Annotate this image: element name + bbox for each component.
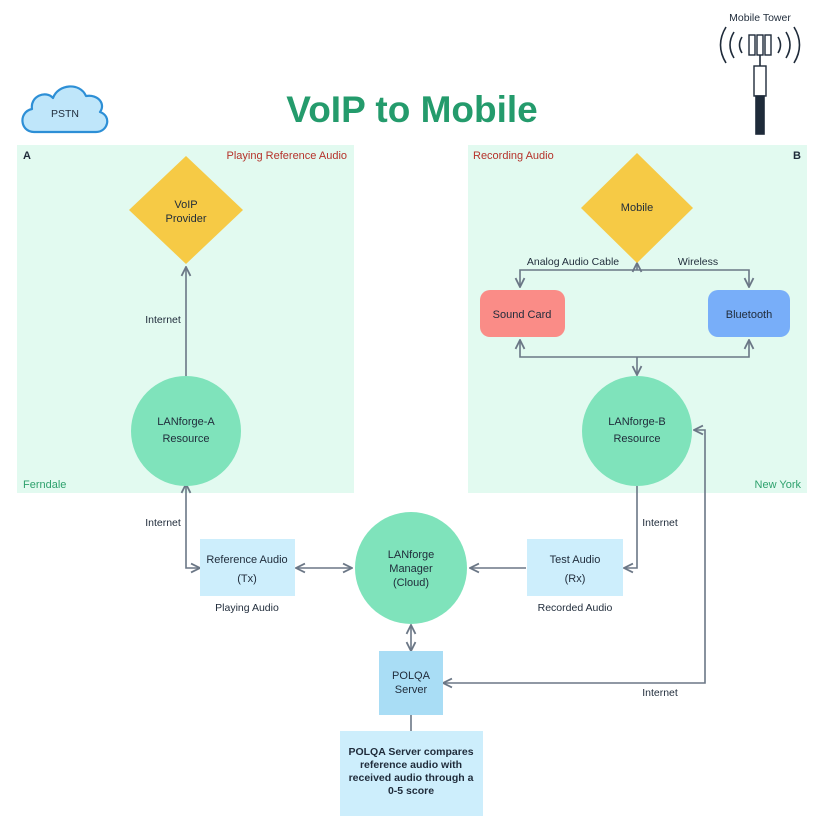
zone-a-role: Playing Reference Audio — [227, 150, 347, 162]
mobile-tower-icon: Mobile Tower — [719, 12, 801, 135]
edge-lanforge-a-reference — [186, 484, 200, 568]
polqa-server-node[interactable]: POLQA Server — [379, 651, 443, 715]
manager-line2: Manager — [389, 563, 433, 575]
test-audio-line1: Test Audio — [550, 554, 601, 566]
voip-provider-line2: Provider — [166, 213, 207, 225]
edge-mobile-sound-card — [520, 269, 637, 287]
lanforge-manager-node[interactable]: LANforge Manager (Cloud) — [355, 512, 467, 624]
test-audio-node[interactable]: Test Audio (Rx) — [527, 539, 623, 596]
sound-card-node[interactable]: Sound Card — [480, 290, 565, 337]
reference-audio-caption: Playing Audio — [215, 602, 279, 614]
edge-label-wireless: Wireless — [678, 256, 718, 268]
manager-line1: LANforge — [388, 549, 434, 561]
voip-provider-line1: VoIP — [174, 199, 197, 211]
connectors — [186, 263, 749, 731]
reference-audio-node[interactable]: Reference Audio (Tx) — [200, 539, 295, 596]
edge-label-internet-a-top: Internet — [145, 314, 181, 326]
zone-b-location: New York — [755, 479, 802, 491]
pstn-cloud-icon: PSTN — [21, 85, 109, 134]
mobile-label: Mobile — [621, 202, 653, 214]
voip-provider-node[interactable]: VoIP Provider — [129, 156, 243, 264]
zone-a-letter: A — [23, 150, 31, 162]
zone-b-letter: B — [793, 150, 801, 162]
zone-b-role: Recording Audio — [473, 150, 554, 162]
bluetooth-node[interactable]: Bluetooth — [708, 290, 790, 337]
edge-audio-devices — [520, 340, 749, 358]
lanforge-a-line1: LANforge-A — [157, 416, 215, 428]
edge-label-internet-b: Internet — [642, 517, 678, 529]
zone-a-location: Ferndale — [23, 479, 66, 491]
reference-audio-line1: Reference Audio — [206, 554, 287, 566]
sound-card-label: Sound Card — [493, 309, 552, 321]
test-audio-line2: (Rx) — [565, 573, 586, 585]
edge-polqa-lanforge-b — [443, 430, 706, 683]
note-line3: received audio through a — [349, 772, 474, 784]
page-title: VoIP to Mobile — [286, 89, 537, 130]
test-audio-caption: Recorded Audio — [538, 602, 613, 614]
polqa-line1: POLQA — [392, 670, 431, 682]
mobile-node[interactable]: Mobile — [581, 153, 693, 263]
lanforge-b-line1: LANforge-B — [608, 416, 665, 428]
edge-mobile-bluetooth — [637, 269, 749, 287]
lanforge-a-line2: Resource — [162, 433, 209, 445]
edge-lanforge-b-test — [624, 484, 638, 568]
manager-line3: (Cloud) — [393, 577, 429, 589]
pstn-label: PSTN — [51, 108, 79, 120]
polqa-note: POLQA Server compares reference audio wi… — [340, 731, 483, 816]
lanforge-b-line2: Resource — [613, 433, 660, 445]
bluetooth-label: Bluetooth — [726, 309, 772, 321]
polqa-line2: Server — [395, 684, 428, 696]
edge-label-internet-a-bottom: Internet — [145, 517, 181, 529]
mobile-tower-label: Mobile Tower — [729, 12, 791, 24]
reference-audio-line2: (Tx) — [237, 573, 257, 585]
lanforge-a-node[interactable]: LANforge-A Resource — [131, 376, 241, 486]
note-line4: 0-5 score — [388, 785, 434, 797]
note-line2: reference audio with — [360, 759, 462, 771]
lanforge-b-node[interactable]: LANforge-B Resource — [582, 376, 692, 486]
edge-label-analog: Analog Audio Cable — [527, 256, 619, 268]
note-line1: POLQA Server compares — [348, 746, 473, 758]
edge-label-internet-polqa: Internet — [642, 687, 678, 699]
